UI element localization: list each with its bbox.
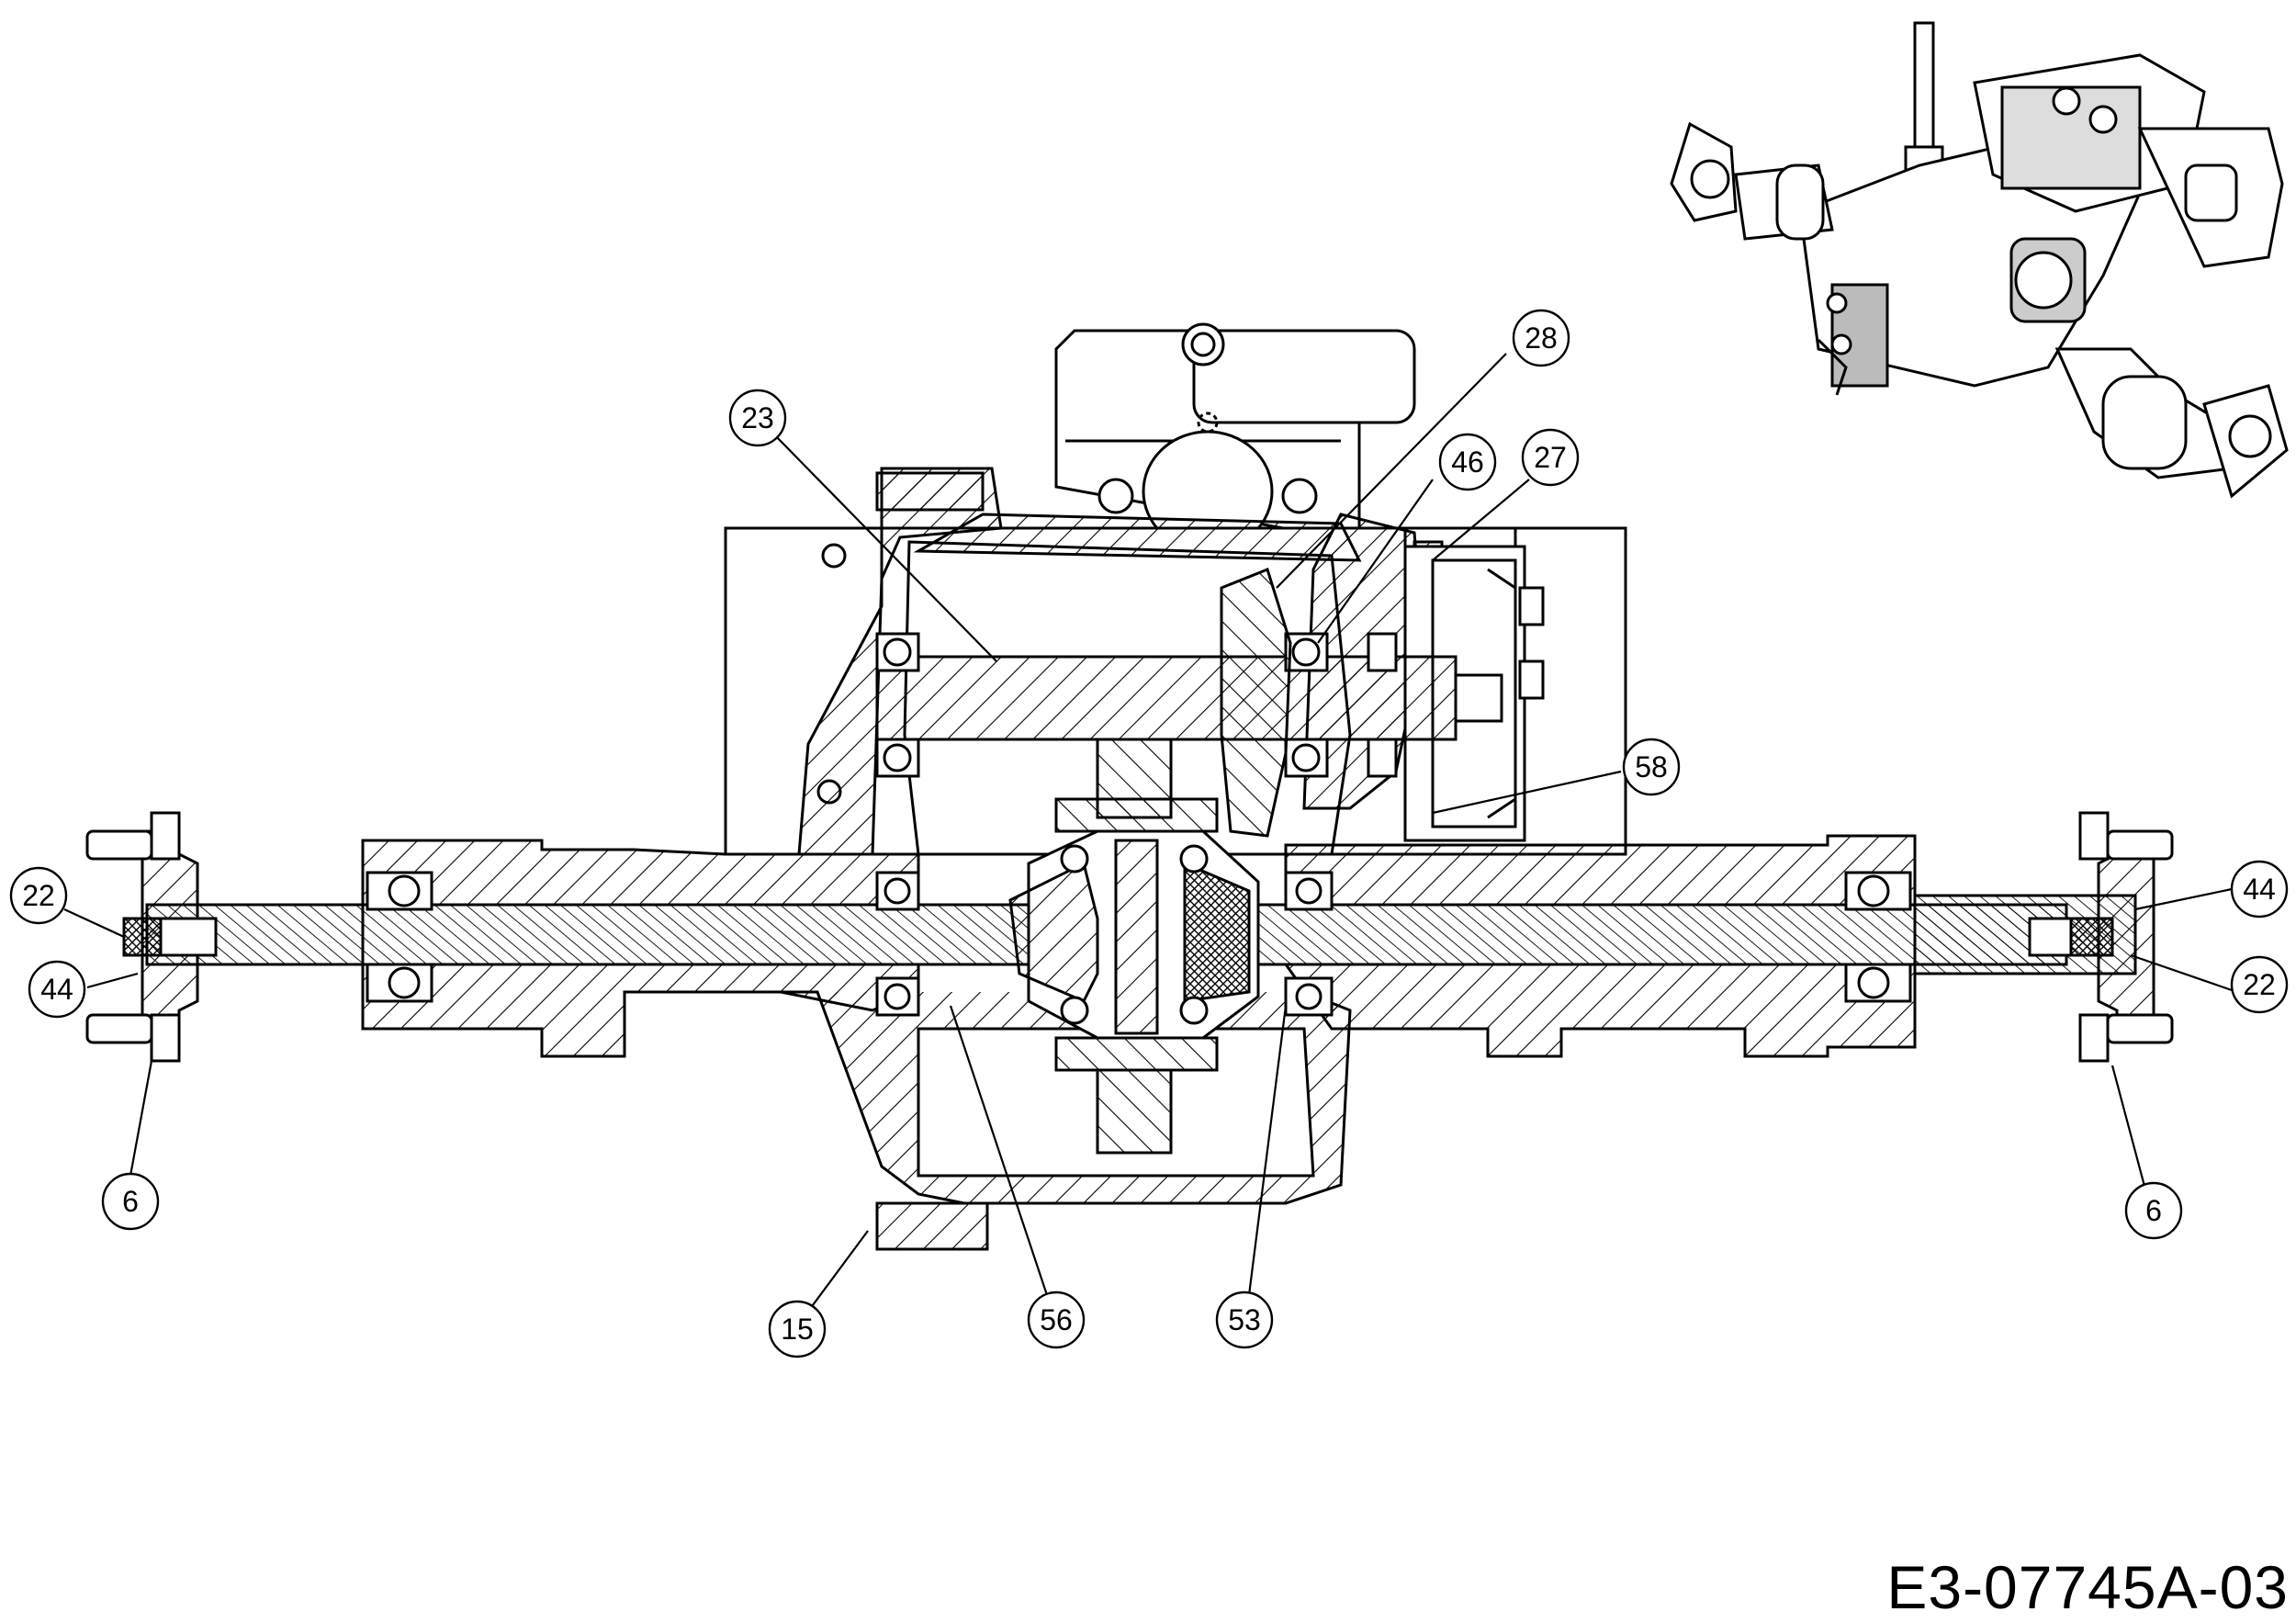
callout-27: 27 xyxy=(1521,428,1580,487)
callout-23-label: 23 xyxy=(741,401,774,434)
callout-28: 28 xyxy=(1512,309,1570,367)
callout-6-left: 6 xyxy=(101,1172,160,1231)
callout-44-right: 44 xyxy=(2230,860,2289,919)
callout-6-left-label: 6 xyxy=(122,1185,139,1218)
callout-22-left: 22 xyxy=(9,866,68,925)
callout-58-label: 58 xyxy=(1635,750,1668,783)
leader-6-right xyxy=(2110,1065,2151,1204)
callout-6-right: 6 xyxy=(2124,1181,2183,1240)
callout-44-right-label: 44 xyxy=(2243,873,2276,906)
callout-56-label: 56 xyxy=(1040,1303,1073,1336)
drawing-code: E3-07745A-03 xyxy=(1886,1553,2289,1621)
callout-6-right-label: 6 xyxy=(2145,1194,2162,1227)
callout-58: 58 xyxy=(1622,738,1681,796)
leader-44-left xyxy=(86,972,139,989)
transaxle-thumbnail xyxy=(1670,21,2289,499)
callout-23: 23 xyxy=(728,389,787,447)
leader-lines xyxy=(63,353,2233,1310)
callout-22-left-label: 22 xyxy=(22,879,55,912)
transaxle-cross-section xyxy=(85,322,2174,1251)
leader-44-right xyxy=(2134,887,2233,911)
leader-27 xyxy=(1432,479,1530,561)
callout-22-right: 22 xyxy=(2230,955,2289,1014)
leader-15 xyxy=(809,1230,869,1310)
callout-46-label: 46 xyxy=(1451,445,1484,479)
leader-22-right xyxy=(2130,953,2233,992)
callout-53-label: 53 xyxy=(1228,1303,1261,1336)
leader-23 xyxy=(771,431,997,662)
callout-15-label: 15 xyxy=(781,1313,814,1346)
leader-22-left xyxy=(63,908,125,938)
leader-58 xyxy=(1432,770,1622,815)
callout-56: 56 xyxy=(1027,1291,1086,1349)
callout-53: 53 xyxy=(1215,1291,1274,1349)
callout-44-left: 44 xyxy=(28,960,86,1019)
callout-27-label: 27 xyxy=(1534,441,1567,474)
callout-22-right-label: 22 xyxy=(2243,968,2276,1001)
callout-28-label: 28 xyxy=(1525,321,1558,355)
leader-28 xyxy=(1276,353,1507,589)
callouts: 23 28 46 27 58 22 44 6 xyxy=(9,309,2289,1358)
leader-46 xyxy=(1317,479,1434,644)
callout-44-left-label: 44 xyxy=(40,973,73,1006)
leader-56 xyxy=(949,1005,1049,1296)
leader-6-left xyxy=(129,1060,153,1177)
leader-53 xyxy=(1247,1005,1288,1296)
callout-15: 15 xyxy=(768,1300,827,1358)
callout-46: 46 xyxy=(1438,433,1497,491)
